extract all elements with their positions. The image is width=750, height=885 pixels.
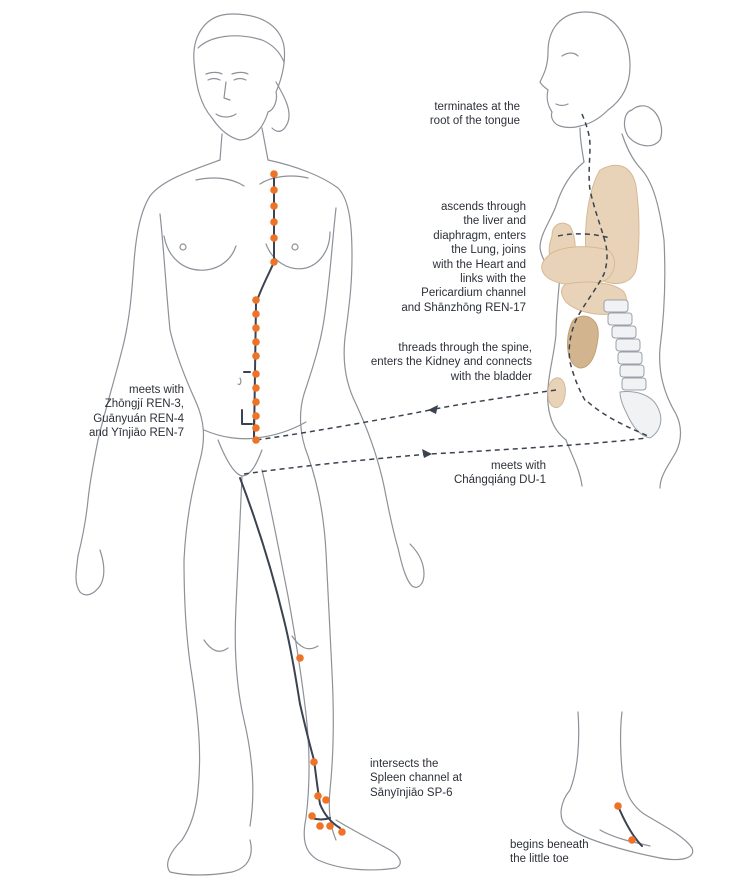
- label-spleen: intersects the Spleen channel at Sānyīnj…: [370, 758, 463, 799]
- spine-shape: [603, 299, 662, 439]
- acupoint: [252, 398, 260, 406]
- acupoint: [310, 758, 318, 766]
- acupoint: [316, 822, 324, 830]
- label-du: meets with Chángqiáng DU-1: [453, 460, 546, 487]
- acupoint: [252, 296, 260, 304]
- connector-upper: [429, 389, 557, 411]
- acupoint: [628, 836, 636, 844]
- acupoint: [270, 186, 278, 194]
- acupoint: [270, 170, 278, 178]
- acupoint: [252, 412, 260, 420]
- acupoint: [252, 436, 260, 444]
- acupoint: [326, 822, 334, 830]
- acupoint: [270, 234, 278, 242]
- acupoints: [252, 170, 636, 844]
- liver-shape: [541, 246, 615, 286]
- acupoint: [270, 202, 278, 210]
- acupoint: [252, 352, 260, 360]
- acupoint: [252, 370, 260, 378]
- label-liver: ascends through the liver and diaphragm,…: [401, 201, 526, 314]
- side-foot: [560, 711, 694, 861]
- acupoint: [252, 310, 260, 318]
- arrow-right: [422, 449, 432, 458]
- acupoint: [308, 812, 316, 820]
- acupoint: [270, 218, 278, 226]
- arrow-left: [428, 405, 438, 414]
- label-spine: threads through the spine, enters the Ki…: [370, 342, 532, 383]
- connector-upper-2: [255, 409, 431, 441]
- acupoint: [252, 424, 260, 432]
- acupoint: [252, 338, 260, 346]
- label-ren: meets with Zhōngjí REN-3, Guānyuán REN-4…: [88, 384, 184, 440]
- acupoint: [322, 796, 330, 804]
- side-figure: [539, 11, 682, 489]
- bladder-shape: [547, 377, 566, 409]
- kidney-shape: [567, 315, 599, 369]
- acupoint: [338, 828, 346, 836]
- acupoint: [314, 792, 322, 800]
- acupoint: [252, 324, 260, 332]
- acupoint: [296, 654, 304, 662]
- front-figure: [75, 13, 425, 876]
- acupoint: [614, 802, 622, 810]
- acupoint: [270, 258, 278, 266]
- acupoint: [252, 384, 260, 392]
- label-tongue: terminates at the root of the tongue: [429, 101, 520, 128]
- label-toe: begins beneath the little toe: [510, 839, 589, 866]
